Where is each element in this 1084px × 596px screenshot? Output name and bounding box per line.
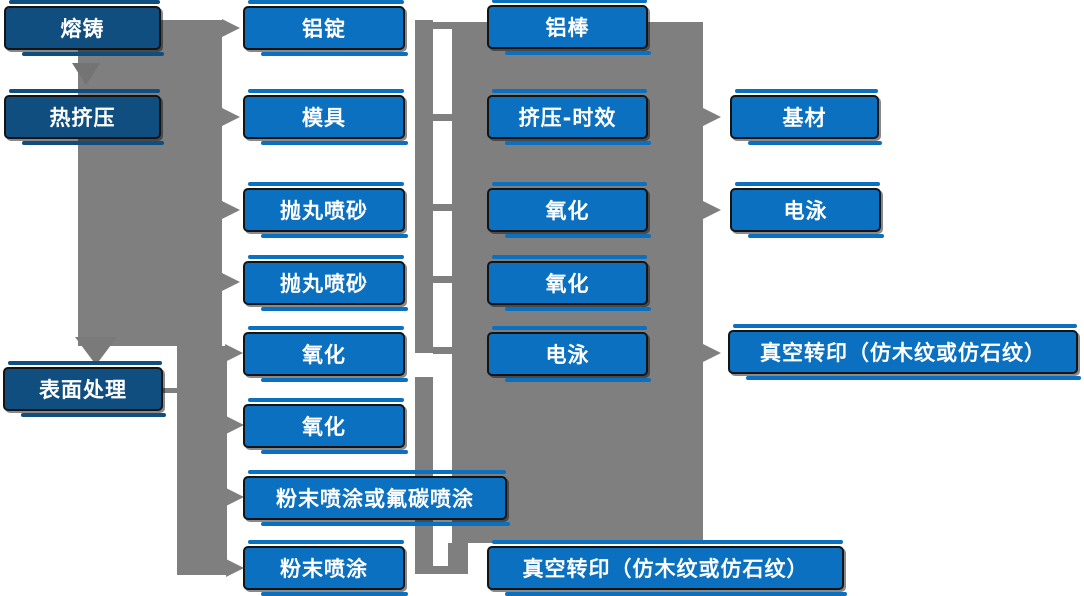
node-label: 表面处理 [39, 378, 127, 402]
arrow-right-to-base-material-icon [703, 108, 721, 126]
arrow-down-to-hot-extrusion-icon [72, 63, 100, 85]
connector-surface-link [163, 388, 178, 393]
node-label: 模具 [302, 106, 346, 130]
node-shot-blasting-2: 抛丸喷砂 [243, 255, 408, 311]
connector-crosslink-row2 [433, 114, 453, 121]
node-oxidation-3: 氧化 [487, 182, 651, 238]
node-vacuum-transfer-print-bottom: 真空转印（仿木纹或仿石纹） [487, 540, 847, 596]
node-label: 铝锭 [302, 17, 346, 41]
node-label: 真空转印（仿木纹或仿石纹） [760, 341, 1046, 365]
arrow-down-to-surface-treatment-icon [75, 337, 117, 365]
arrow-right-to-shot-blasting-2-icon [222, 273, 240, 291]
node-powder-or-fluorocarbon-coating: 粉末喷涂或氟碳喷涂 [243, 470, 510, 526]
connector-crosslink-row1 [433, 22, 453, 29]
arrow-right-to-powder-coating-icon [226, 559, 244, 577]
node-mold: 模具 [243, 89, 408, 145]
node-aluminum-ingot: 铝锭 [243, 0, 408, 56]
node-label: 铝棒 [545, 16, 590, 40]
arrow-right-to-powder-fluorocarbon-icon [226, 488, 244, 506]
node-label: 氧化 [545, 199, 590, 223]
node-oxidation-1: 氧化 [243, 326, 408, 382]
node-melting-casting: 熔铸 [4, 0, 164, 56]
arrow-right-to-electrophoresis-icon [703, 201, 721, 219]
node-surface-treatment: 表面处理 [3, 361, 166, 417]
node-extrusion-aging: 挤压-时效 [487, 89, 651, 145]
connector-crosslink-row3 [433, 204, 453, 211]
node-label: 电泳 [783, 199, 828, 223]
node-label: 真空转印（仿木纹或仿石纹） [522, 557, 809, 581]
connector-crosslink-row5 [433, 347, 453, 354]
node-electrophoresis-1: 电泳 [487, 326, 651, 382]
arrow-right-to-oxidation-2-icon [226, 416, 244, 434]
node-label: 热挤压 [49, 106, 116, 130]
arrow-right-to-vacuum-transfer-icon [703, 344, 721, 362]
node-vacuum-transfer-print-right: 真空转印（仿木纹或仿石纹） [728, 324, 1081, 380]
connector-crosslink-row4 [433, 276, 453, 283]
connector-mid-bar-upper [415, 20, 433, 353]
node-label: 基材 [782, 106, 827, 130]
node-label: 粉末喷涂或氟碳喷涂 [276, 487, 474, 511]
node-oxidation-2: 氧化 [243, 398, 408, 454]
node-hot-extrusion: 热挤压 [4, 89, 164, 145]
node-label: 抛丸喷砂 [280, 199, 368, 223]
node-aluminum-rod: 铝棒 [487, 0, 651, 55]
connector-left-band [78, 20, 222, 346]
node-powder-coating: 粉末喷涂 [243, 540, 408, 596]
node-label: 抛丸喷砂 [280, 272, 368, 296]
connector-surface-band [177, 346, 227, 575]
node-base-material: 基材 [730, 89, 882, 145]
node-label: 氧化 [545, 272, 590, 296]
arrow-right-to-shot-blasting-1-icon [222, 201, 240, 219]
arrow-right-to-mold-icon [222, 108, 240, 126]
node-label: 氧化 [302, 415, 346, 439]
node-label: 熔铸 [60, 17, 105, 41]
node-label: 氧化 [302, 343, 346, 367]
node-shot-blasting-1: 抛丸喷砂 [243, 182, 408, 238]
node-oxidation-4: 氧化 [487, 255, 651, 311]
arrow-right-to-oxidation-1-icon [225, 344, 243, 362]
connector-bottom-link [433, 566, 467, 574]
arrow-right-to-aluminum-ingot-icon [222, 19, 240, 37]
node-label: 电泳 [545, 343, 590, 367]
node-label: 粉末喷涂 [280, 557, 368, 581]
node-electrophoresis-2: 电泳 [730, 182, 884, 238]
node-label: 挤压-时效 [518, 106, 617, 130]
